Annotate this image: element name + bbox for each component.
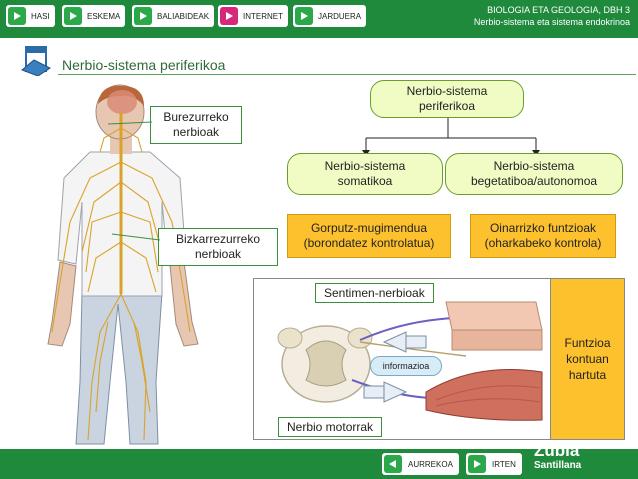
spinal-cord-illustration	[277, 301, 543, 421]
motor-nerves-label: Nerbio motorrak	[278, 417, 383, 437]
cranial-nerves-label: Burezurreko nerbioak	[150, 106, 242, 144]
nav-baliabideak-label: BALIABIDEAK	[157, 11, 210, 21]
play-icon	[8, 7, 26, 25]
nervous-system-figure	[47, 84, 199, 445]
nav-eskema-button[interactable]: ESKEMA	[62, 5, 126, 27]
nav-baliabideak-button[interactable]: BALIABIDEAK	[132, 5, 215, 27]
sensory-nerves-label: Sentimen-nerbioak	[315, 283, 434, 303]
page-title: Nerbio-sistema periferikoa	[62, 57, 226, 73]
course-subject: BIOLOGIA ETA GEOLOGIA, DBH 3	[487, 5, 630, 15]
exit-button[interactable]: IRTEN	[466, 453, 522, 475]
logo-sub: Santillana	[534, 460, 582, 471]
nav-eskema-label: ESKEMA	[87, 11, 121, 21]
play-icon	[468, 455, 486, 473]
previous-button[interactable]: AURREKOA	[382, 453, 459, 475]
information-badge: informazioa	[370, 356, 442, 376]
nav-internet-button[interactable]: INTERNET	[218, 5, 288, 27]
back-icon	[384, 455, 402, 473]
somatic-description: Gorputz-mugimendua (borondatez kontrolat…	[287, 214, 451, 258]
previous-label: AURREKOA	[408, 459, 453, 469]
spinal-pointer	[112, 233, 160, 241]
course-title: BIOLOGIA ETA GEOLOGIA, DBH 3 Nerbio-sist…	[474, 4, 630, 28]
publisher-logo: Zubia Santillana	[534, 442, 581, 472]
course-unit: Nerbio-sistema eta sistema endokrinoa	[473, 17, 630, 27]
play-icon	[134, 7, 152, 25]
tree-connectors	[362, 118, 540, 156]
worksheet-icon	[21, 46, 51, 76]
spinal-nerves-label: Bizkarrezurreko nerbioak	[158, 228, 278, 266]
title-divider	[58, 74, 636, 75]
nav-internet-label: INTERNET	[243, 11, 283, 21]
nav-jarduera-label: JARDUERA	[318, 11, 362, 21]
play-icon	[64, 7, 82, 25]
exit-label: IRTEN	[492, 459, 516, 469]
autonomic-description: Oinarrizko funtzioak (oharkabeko kontrol…	[470, 214, 616, 258]
peripheral-system-box: Nerbio-sistema periferikoa	[370, 80, 524, 118]
somatic-system-box: Nerbio-sistema somatikoa	[287, 153, 443, 195]
autonomic-system-box: Nerbio-sistema begetatiboa/autonomoa	[445, 153, 623, 195]
nav-hasi-button[interactable]: HASI	[6, 5, 55, 27]
cranial-pointer	[108, 121, 152, 125]
play-icon	[295, 7, 313, 25]
function-criterion-label: Funtzioa kontuan hartuta	[550, 279, 624, 439]
bottom-bar	[0, 449, 638, 479]
nav-hasi-label: HASI	[31, 11, 50, 21]
nav-jarduera-button[interactable]: JARDUERA	[293, 5, 367, 27]
play-icon	[220, 7, 238, 25]
logo-main: Zubia	[534, 441, 580, 460]
